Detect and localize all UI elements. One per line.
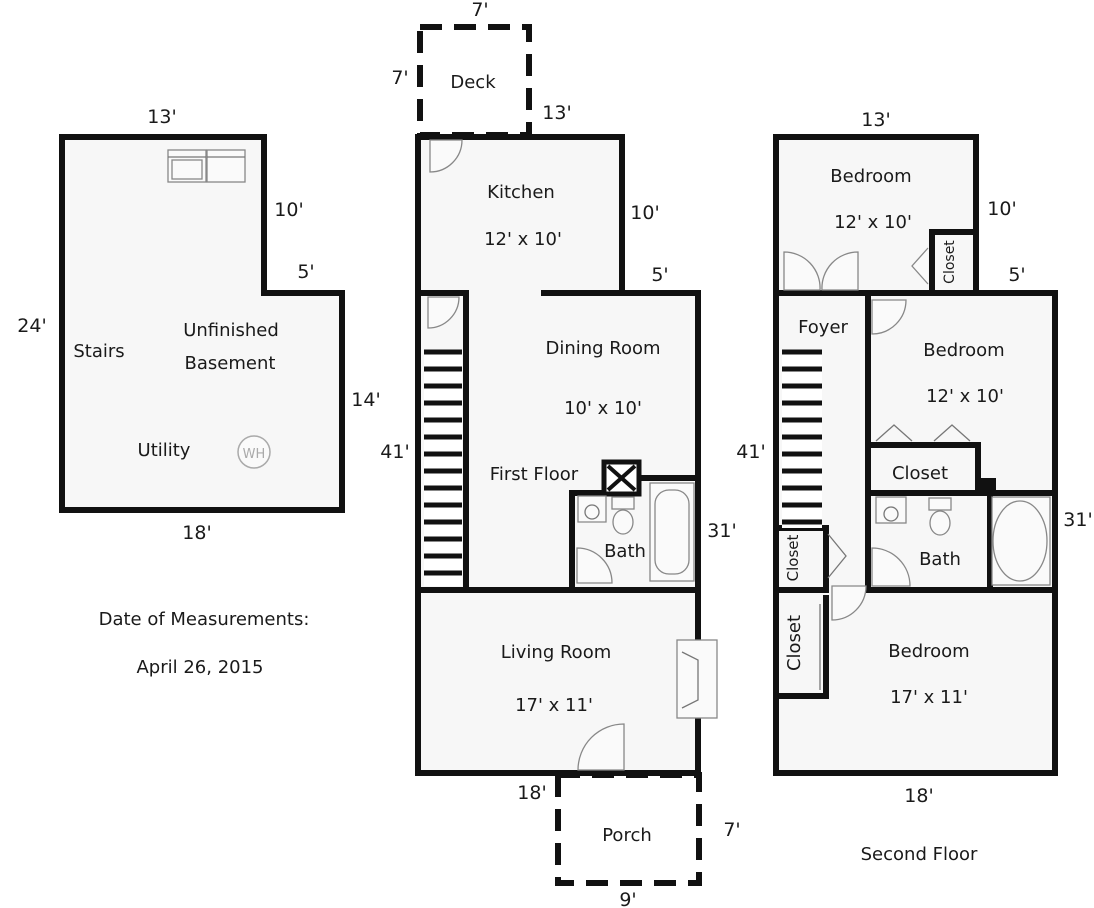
bath2-tub-icon <box>991 496 1051 586</box>
basement-dim-step: 5' <box>297 261 314 283</box>
left-closet2-label: Closet <box>784 615 805 671</box>
bedroom3-door-icon <box>831 585 867 621</box>
dining-label: Dining Room <box>545 338 660 359</box>
stair-door-icon <box>427 296 460 329</box>
second-floor-outline <box>773 134 1058 776</box>
measurement-date-label: Date of Measurements: <box>99 609 310 630</box>
basement-utility-label: Utility <box>138 440 191 461</box>
living-label: Living Room <box>501 642 612 663</box>
porch-label: Porch <box>602 825 652 846</box>
first-floor-dim-left: 41' <box>380 441 409 463</box>
second-floor-plan: Bedroom 12' x 10' Closet Foyer Bedroom 1… <box>736 109 1092 865</box>
first-floor-outline <box>415 134 701 776</box>
basement-dim-bottom: 18' <box>182 522 211 544</box>
fireplace-icon <box>676 639 718 719</box>
second-floor-bath-label: Bath <box>919 549 961 570</box>
living-size: 17' x 11' <box>515 695 593 716</box>
toilet-icon <box>611 496 635 535</box>
basement-title-line2: Basement <box>185 353 276 374</box>
basement-outline <box>59 134 345 513</box>
dining-size: 10' x 10' <box>564 398 642 419</box>
first-floor-dim-top: 13' <box>542 102 571 124</box>
bedroom2-door-icon <box>871 299 907 335</box>
washer-dryer-icon <box>167 149 246 183</box>
bath-door-icon <box>576 547 613 584</box>
second-floor-dim-bottom: 18' <box>904 785 933 807</box>
second-floor-dim-top: 13' <box>861 109 890 131</box>
bath2-sink-icon <box>875 496 907 524</box>
porch-dim-right: 7' <box>723 819 740 841</box>
left-closet-door-icon <box>827 533 847 579</box>
kitchen-size: 12' x 10' <box>484 229 562 250</box>
bedroom3-label: Bedroom <box>888 641 969 662</box>
bedroom2-label: Bedroom <box>923 340 1004 361</box>
basement-dim-left: 24' <box>17 315 46 337</box>
water-heater-label: WH <box>243 447 266 462</box>
kitchen-label: Kitchen <box>487 182 555 203</box>
bath2-door-icon <box>871 547 911 587</box>
bath2-toilet-icon <box>928 497 952 536</box>
bathtub-icon <box>649 482 695 582</box>
deck-dim-top: 7' <box>471 0 488 21</box>
basement-dim-right-lower: 14' <box>351 389 380 411</box>
second-floor-dim-step: 5' <box>1008 264 1025 286</box>
first-floor-dim-bottom: 18' <box>517 782 546 804</box>
first-floor-dim-step: 5' <box>651 264 668 286</box>
basement-stairs-label: Stairs <box>73 341 124 362</box>
deck-label: Deck <box>450 72 496 93</box>
bedroom2-size: 12' x 10' <box>926 386 1004 407</box>
second-floor-dim-left: 41' <box>736 441 765 463</box>
basement-dim-top: 13' <box>147 106 176 128</box>
basement-plan: WH Unfinished Basement Stairs Utility 13… <box>17 106 380 544</box>
entry-door-icon <box>577 723 625 771</box>
first-floor-plan: Deck Kitchen 12' x 10' Dining Room 10' x… <box>380 0 740 908</box>
second-floor-title: Second Floor <box>861 844 978 865</box>
second-floor-dim-right-upper: 10' <box>987 198 1016 220</box>
basement-title-line1: Unfinished <box>183 320 279 341</box>
bedroom1-closet-doors-icon <box>783 251 859 291</box>
mid-closet-label: Closet <box>892 463 948 484</box>
second-floor-dim-right-lower: 31' <box>1063 509 1092 531</box>
first-floor-dim-right-lower: 31' <box>707 520 736 542</box>
deck-outline <box>417 24 532 138</box>
small-closet-label: Closet <box>942 240 958 284</box>
measurement-date-value: April 26, 2015 <box>136 657 263 678</box>
foyer-label: Foyer <box>798 317 848 338</box>
bedroom3-size: 17' x 11' <box>890 687 968 708</box>
sink-icon <box>577 495 607 523</box>
mid-closet-doors-icon <box>875 424 971 442</box>
first-floor-title: First Floor <box>490 464 579 485</box>
small-closet-door-icon <box>911 247 929 285</box>
first-floor-dim-right-upper: 10' <box>630 202 659 224</box>
first-floor-stairs <box>424 349 462 586</box>
basement-dim-right-upper: 10' <box>274 199 303 221</box>
first-floor-bath-label: Bath <box>604 541 646 562</box>
bedroom1-size: 12' x 10' <box>834 212 912 233</box>
kitchen-door-icon <box>429 139 463 173</box>
porch-dim-bottom: 9' <box>619 889 636 908</box>
chimney-icon <box>601 459 642 497</box>
second-floor-stairs <box>782 349 822 528</box>
deck-dim-left: 7' <box>391 67 408 89</box>
water-heater-icon: WH <box>237 435 271 469</box>
left-closet1-label: Closet <box>784 535 802 582</box>
bedroom1-label: Bedroom <box>830 166 911 187</box>
